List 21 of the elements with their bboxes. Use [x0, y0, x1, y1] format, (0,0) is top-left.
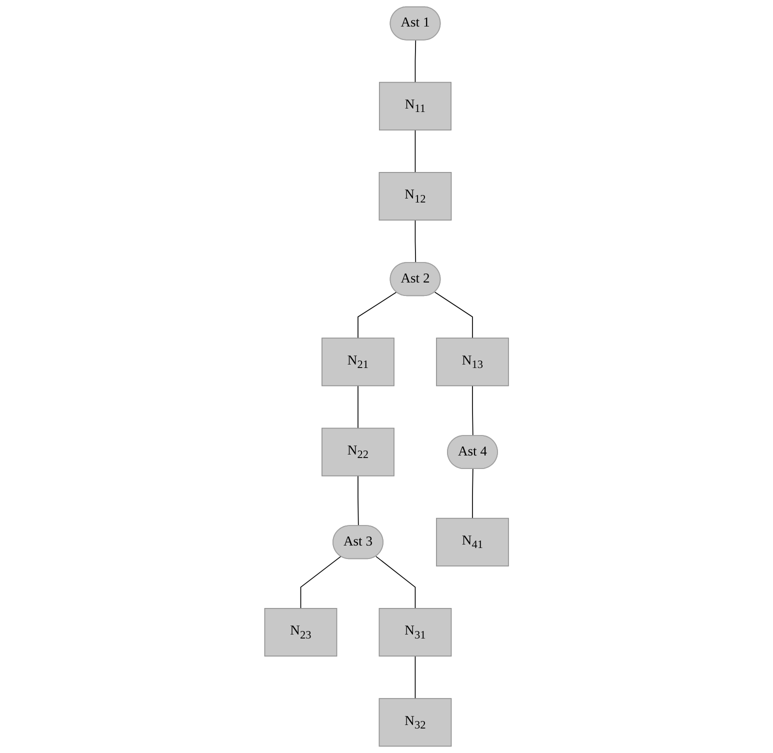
connector — [434, 292, 473, 339]
node-box: N$_{11}$ — [378, 82, 452, 130]
connector — [357, 385, 358, 429]
connector — [414, 220, 416, 264]
node-box: N$_{12}$ — [378, 172, 452, 221]
connector — [300, 556, 342, 609]
connector — [414, 130, 416, 173]
connector — [472, 385, 474, 436]
node-box: N$_{13}$ — [436, 338, 509, 386]
node-box: N$_{22}$ — [321, 428, 394, 476]
connector — [472, 468, 474, 519]
node-box: N$_{31}$ — [378, 608, 452, 657]
node-box: N$_{41}$ — [436, 518, 509, 566]
connector — [357, 292, 397, 339]
connector — [414, 656, 416, 699]
connector — [375, 556, 416, 609]
connector — [414, 40, 416, 83]
node-box: N$_{21}$ — [321, 338, 394, 386]
connector — [357, 475, 359, 526]
node-box: N$_{23}$ — [264, 608, 338, 657]
node-box: N$_{32}$ — [378, 698, 452, 747]
